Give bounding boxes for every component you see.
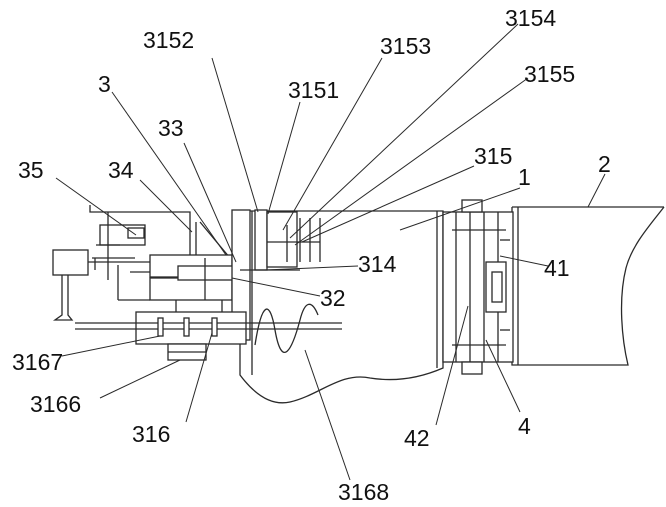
label-316: 316	[132, 421, 170, 447]
label-32: 32	[320, 285, 346, 311]
label-35: 35	[18, 157, 44, 183]
main-body-1	[239, 210, 444, 404]
label-1: 1	[518, 164, 531, 190]
reference-labels: 3152 3153 3154 3155 3151 3 33 35 34 315 …	[12, 5, 611, 505]
label-3167: 3167	[12, 349, 63, 375]
label-42: 42	[404, 425, 430, 451]
leader-lines	[55, 23, 606, 481]
housing-2	[511, 206, 665, 366]
label-3152: 3152	[143, 27, 194, 53]
label-3: 3	[98, 71, 111, 97]
label-2: 2	[598, 151, 611, 177]
label-3168: 3168	[338, 479, 389, 505]
label-3154: 3154	[505, 5, 556, 31]
label-315: 315	[474, 143, 512, 169]
label-314: 314	[358, 251, 397, 277]
label-34: 34	[108, 157, 134, 183]
label-3155: 3155	[524, 61, 575, 87]
label-3151: 3151	[288, 77, 339, 103]
label-33: 33	[158, 115, 184, 141]
label-41: 41	[544, 255, 570, 281]
label-3166: 3166	[30, 391, 81, 417]
label-4: 4	[518, 413, 531, 439]
left-frame	[52, 205, 342, 361]
flange-4	[442, 199, 514, 375]
label-3153: 3153	[380, 33, 431, 59]
